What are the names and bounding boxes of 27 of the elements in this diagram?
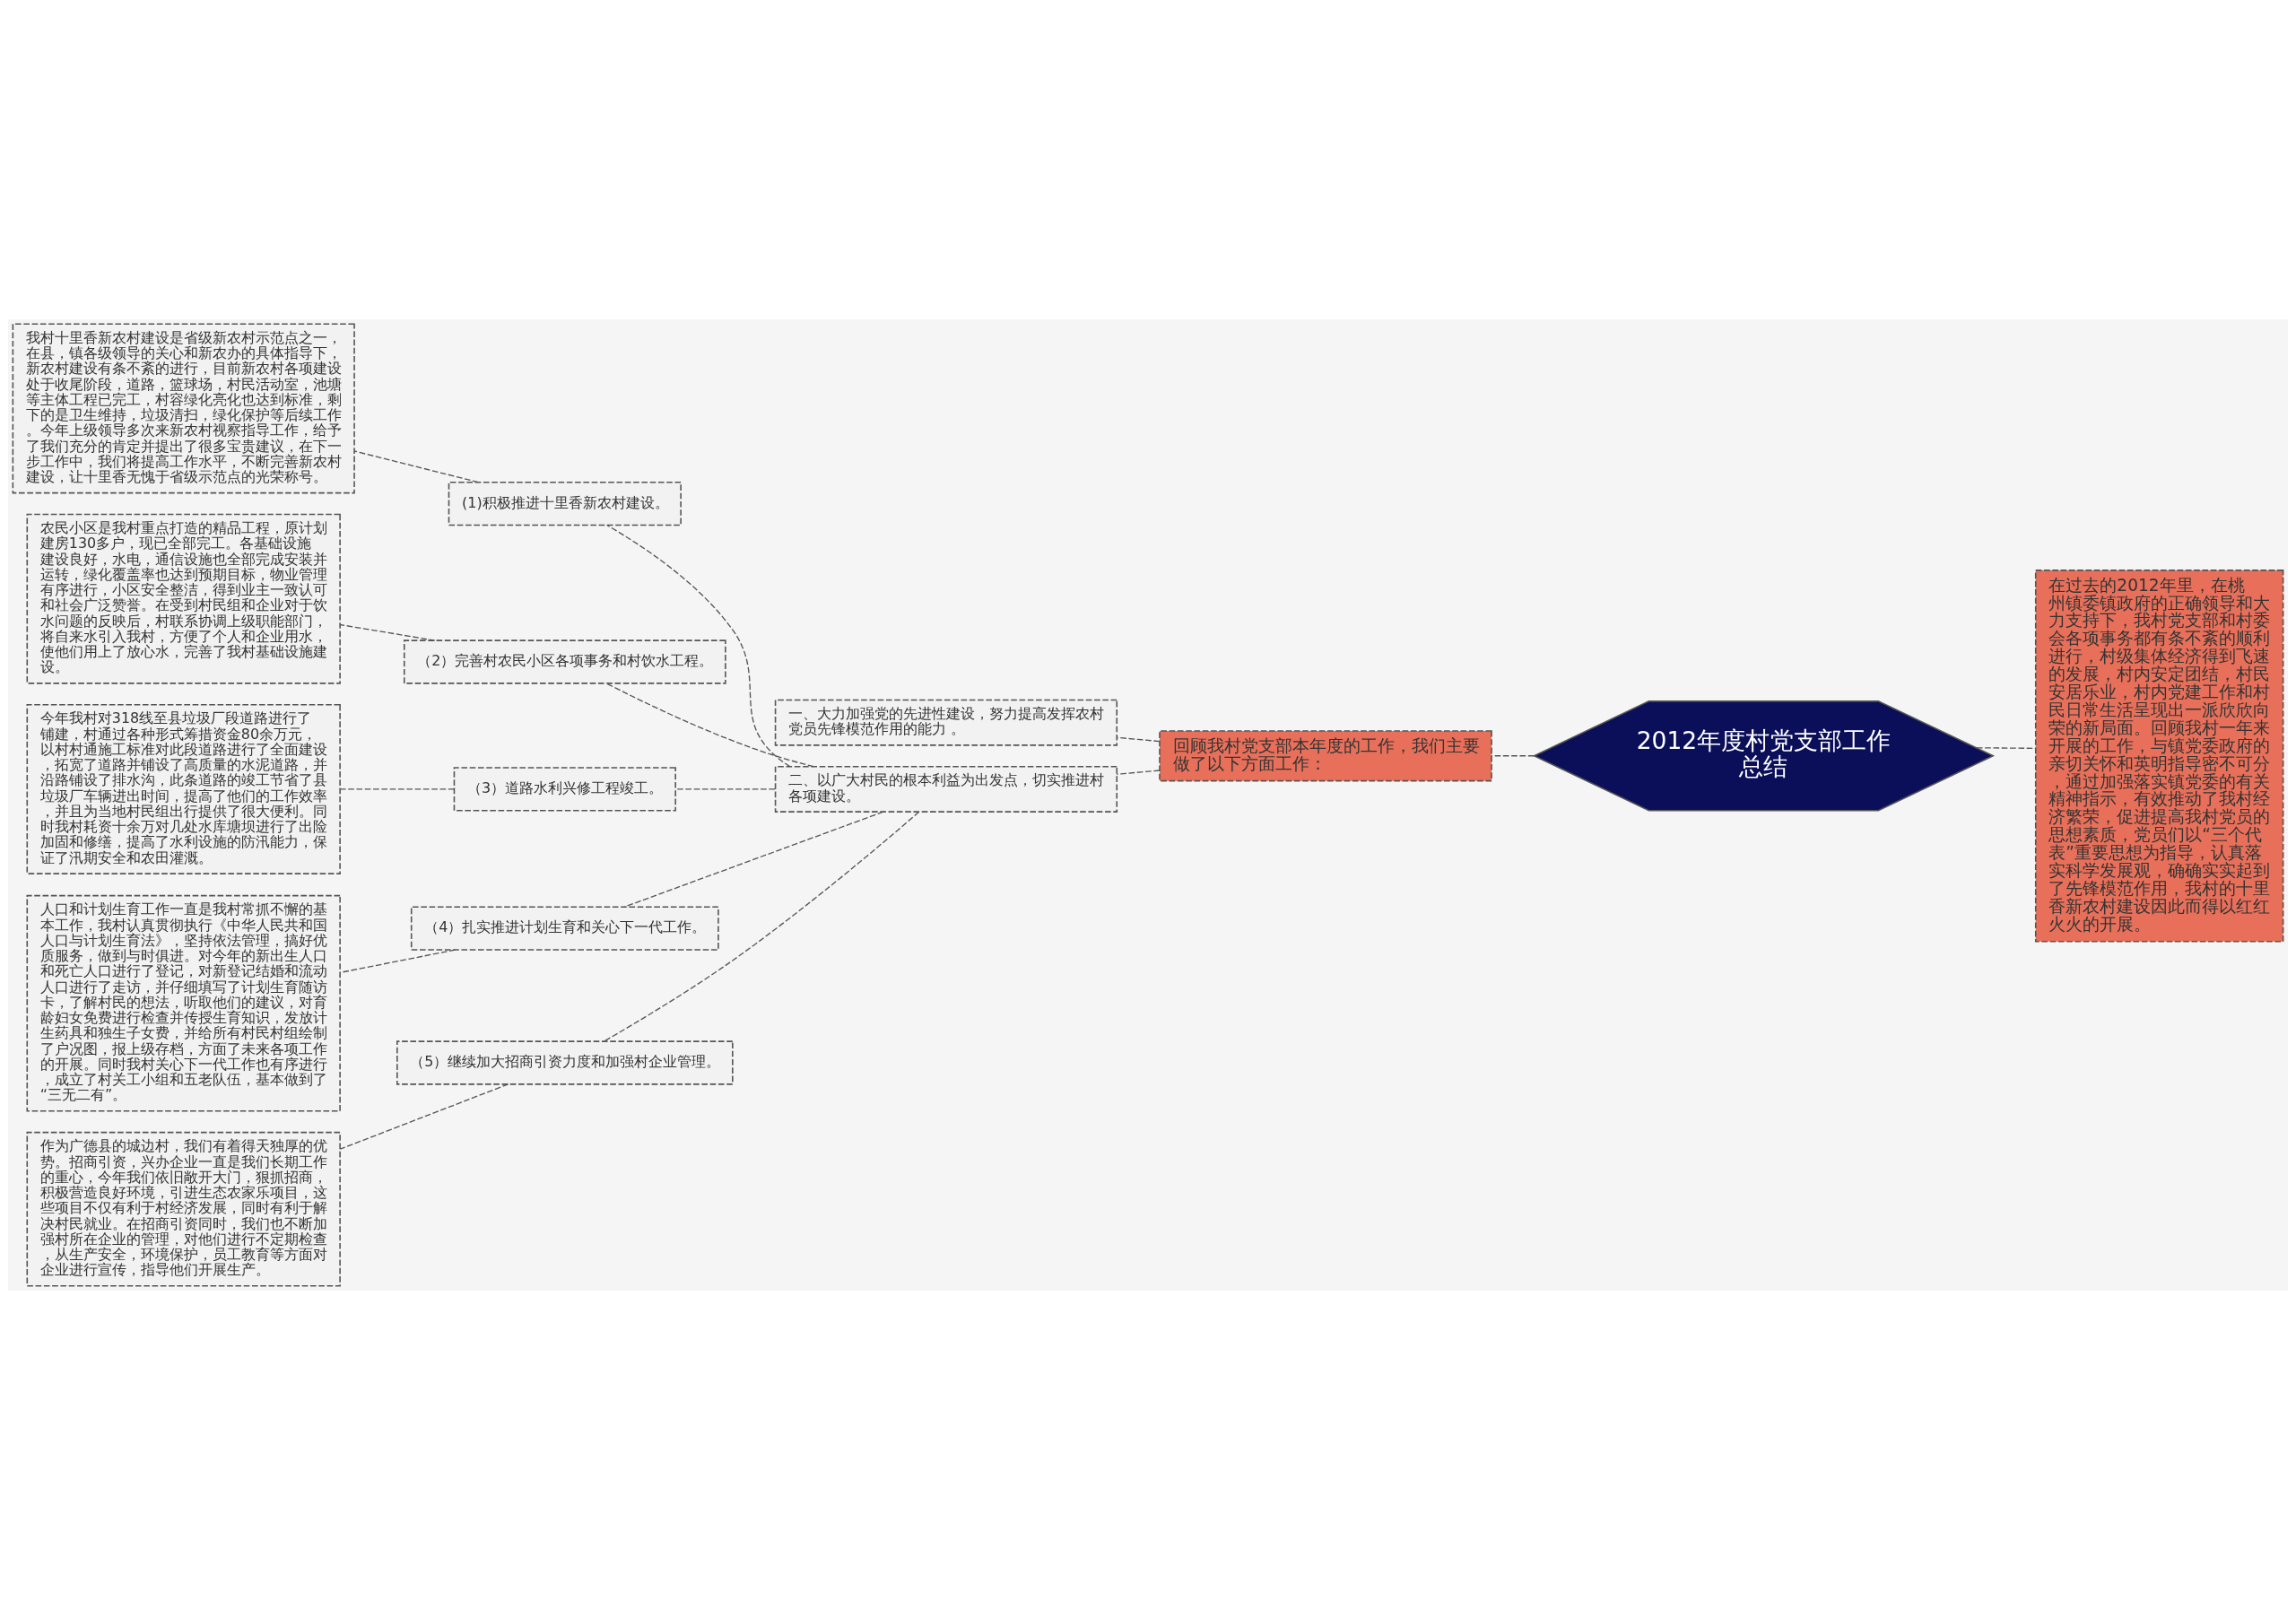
connector: [353, 449, 479, 483]
connector: [623, 811, 884, 908]
node-box: (1)积极推进十里香新农村建设。: [448, 481, 682, 526]
connector: [339, 787, 455, 790]
connector: [1491, 754, 1535, 756]
connector: [339, 623, 436, 641]
connector: [605, 682, 814, 767]
node-box: 人口和计划生育工作一直是我村常抓不懈的基本工作，我村认真贯彻执行《中华人民共和国人口与计划生育法》，坚持依法管理，搞好优质服务，做到与时俱进。对今年的新出生人口和死亡人口进行了登记，对新登记结婚和流动人口进行了走访，并仔细填写了计划生育随访卡，了解村民的想法，听取他们的建议，对育龄妇女免费进行检查并传授生育知识，发放计生药具和独生子女费，并给所有村民村组绘制了户况图，报上级存档，方面了未来各项工作的开展。同时我村关心下一代工作也有序进行，成立了村关工小组和五老队伍，基本做到了“三无二有”。: [26, 894, 341, 1111]
connector: [1116, 736, 1161, 742]
connector: [674, 787, 776, 790]
node-box: （2）完善村农民小区各项事务和村饮水工程。: [403, 639, 726, 684]
node-box: 一、大力加强党的先进性建设，努力提高发挥农村党员先锋模范作用的能力 。: [774, 699, 1118, 746]
node-box: 回顾我村党支部本年度的工作，我们主要做了以下方面工作：: [1159, 729, 1492, 781]
connector: [606, 524, 791, 767]
node-box: 今年我村对318线至县垃圾厂段道路进行了铺建，村通过各种形式筹措资金80余万元，以村村通施工标准对此段道路进行了全面建设，拓宽了道路并铺设了高质量的水泥道路，并沿路铺设了排水沟，此条道路的竣工节省了县垃圾厂车辆进出时间，提高了他们的工作效率，并且为当地村民组出行提供了很大便利。同时我村耗资十余万对几处水库塘坝进行了出险加固和修缮，提高了水利设施的防汛能力，保证了汛期安全和农田灌溉。: [26, 703, 341, 874]
node-box: （4）扎实推进计划生育和关心下一代工作。: [410, 905, 719, 951]
node-box: 作为广德县的城边村，我们有着得天独厚的优势。招商引资，兴办企业一直是我们长期工作的重心，今年我们依旧敞开大门，狠抓招商，积极营造良好环境，引进生态农家乐项目，这些项目不仅有利于村经济发展，同时有利于解决村民就业。在招商引资同时，我们也不断加强村所在企业的管理，对他们进行不定期检查，从生产安全，环境保护，员工教育等方面对企业进行宣传，指导他们开展生产。: [26, 1131, 341, 1286]
connector: [339, 1083, 509, 1150]
node-box: 在过去的2012年里，在桃州镇委镇政府的正确领导和大力支持下，我村党支部和村委会各项事务都有条不紊的顺利进行，村级集体经济得到飞速的发展，村内安定团结，村民安居乐业，村内党建工作和村民日常生活呈现出一派欣欣向荣的新局面。回顾我村一年来开展的工作，与镇党委政府的亲切关怀和英明指导密不可分，通过加强落实镇党委的有关精神指示，有效推动了我村经济繁荣，促进提高我村党员的思想素质，党员们以“三个代表”重要思想为指导，认真落实科学发展观，确确实实起到了先锋模范作用，我村的十里香新农村建设因此而得以红红火火的开展。: [2034, 569, 2284, 942]
node-box: 农民小区是我村重点打造的精品工程，原计划建房130多户，现已全部完工。各基础设施建设良好，水电，通信设施也全部完成安装并运转，绿化覆盖率也达到预期目标，物业管理有序进行，小区安全整洁，得到业主一致认可和社会广泛赞誉。在受到村民组和企业对于饮水问题的反映后，村联系协调上级职能部门，将自来水引入我村，方便了个人和企业用水，使他们用上了放心水，完善了我村基础设施建设。: [26, 513, 341, 684]
node-box: （5）继续加大招商引资力度和加强村企业管理。: [396, 1039, 734, 1085]
node-box: 我村十里香新农村建设是省级新农村示范点之一，在县，镇各级领导的关心和新农办的具体指导下，新农村建设有条不紊的进行，目前新农村各项建设处于收尾阶段，道路，篮球场，村民活动室，池塘等主体工程已完工，村容绿化亮化也达到标准，剩下的是卫生维持，垃圾清扫，绿化保护等后续工作。今年上级领导多次来新农村视察指导工作，给予了我们充分的肯定并提出了很多宝贵建议，在下一步工作中，我们将提高工作水平，不断完善新农村建设，让十里香无愧于省级示范点的光荣称号。: [12, 323, 355, 493]
connector: [603, 811, 920, 1042]
connector: [1116, 769, 1161, 775]
connector: [339, 948, 457, 973]
node-box: （3）道路水利兴修工程竣工。: [453, 766, 676, 812]
node-box: 二、以广大村民的根本利益为出发点，切实推进村各项建设。: [774, 765, 1118, 813]
